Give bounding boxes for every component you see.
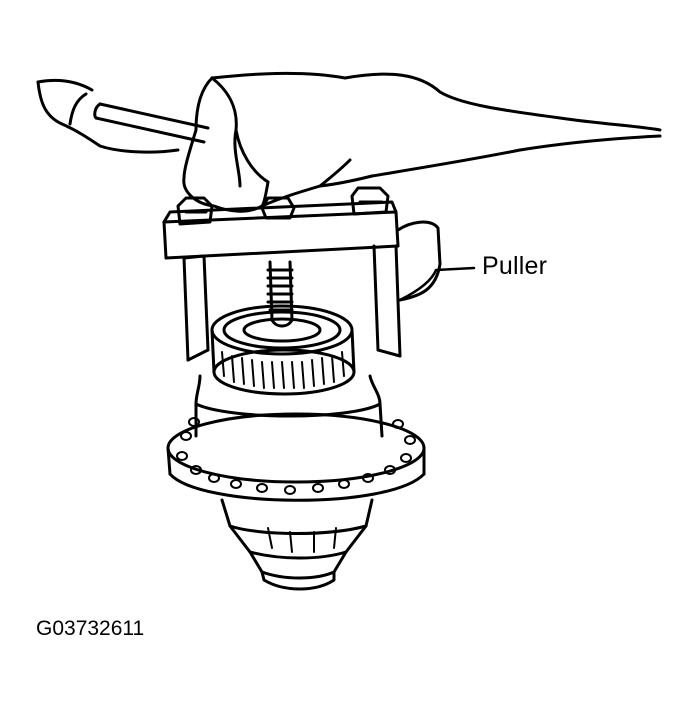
puller-label: Puller [482,252,548,280]
hand-icon [36,76,374,213]
arm-icon [210,71,662,178]
gear-housing [220,498,374,591]
puller-tool [162,186,442,362]
callout-leader-line [398,266,476,302]
differential-case [194,374,384,438]
flange [166,412,426,502]
bearing [210,304,356,396]
figure-id: G03732611 [36,617,145,640]
wrench-icon [93,102,210,144]
